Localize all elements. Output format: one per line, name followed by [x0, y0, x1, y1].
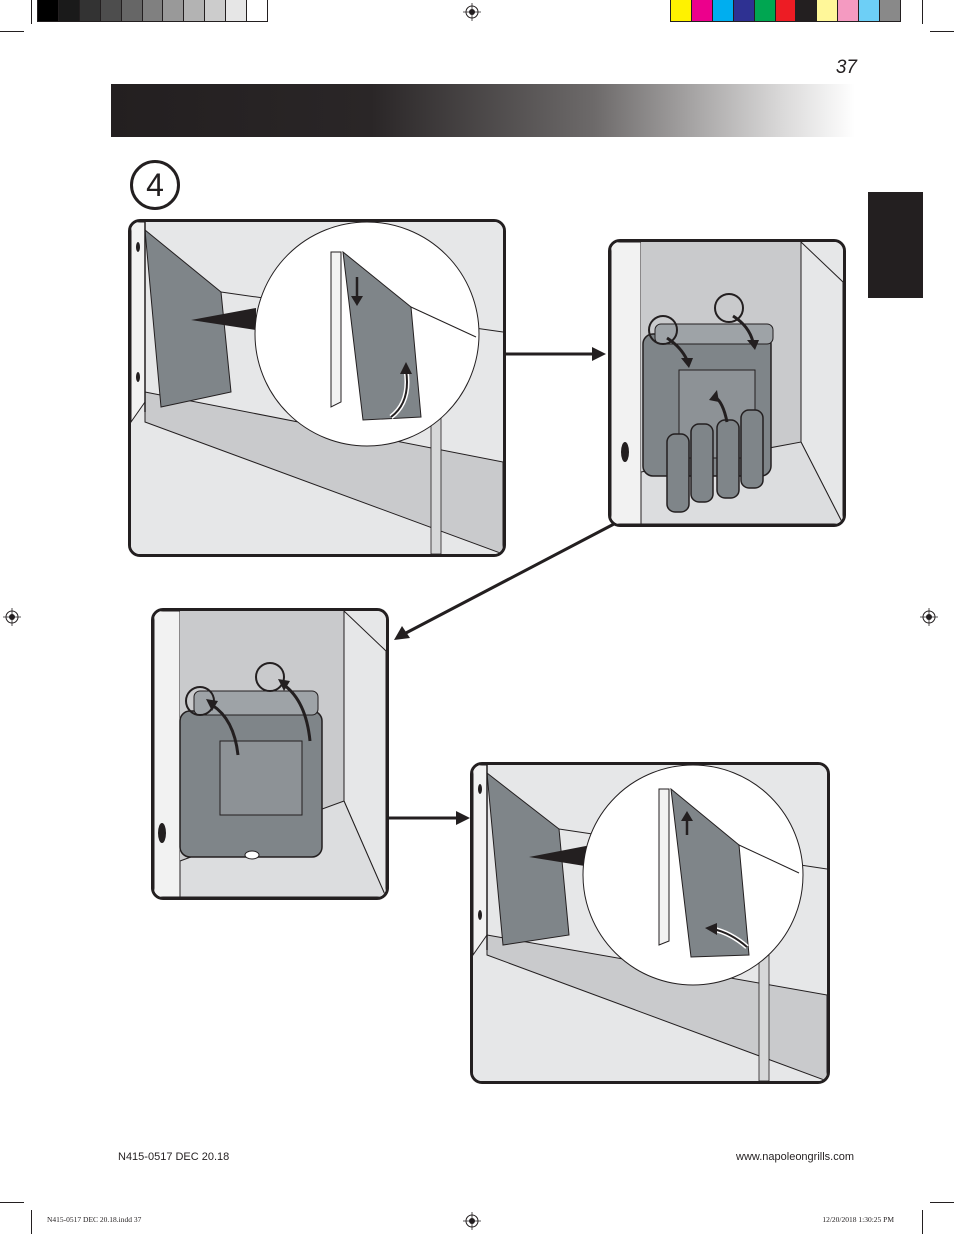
gray-swatch: [99, 0, 122, 22]
print-slug-datetime: 12/20/2018 1:30:25 PM: [822, 1215, 894, 1224]
process-swatch: [837, 0, 860, 22]
crop-mark: [0, 1202, 24, 1203]
website-link[interactable]: www.napoleongrills.com: [736, 1151, 854, 1163]
gray-swatch: [204, 0, 227, 22]
step-install-batteries-panel: [608, 239, 846, 527]
process-swatch: [753, 0, 776, 22]
registration-mark-icon: [920, 608, 938, 626]
process-swatch: [711, 0, 734, 22]
arrow-right-icon: [388, 811, 470, 825]
side-section-tab: [868, 192, 923, 298]
gray-swatch: [183, 0, 206, 22]
process-swatch: [670, 0, 692, 22]
cover-panel-removal-illustration: [131, 222, 503, 554]
process-swatch: [774, 0, 797, 22]
gray-swatch: [57, 0, 80, 22]
process-swatch: [732, 0, 755, 22]
gray-swatch: [246, 0, 268, 22]
process-swatch: [879, 0, 901, 22]
cover-panel-replace-illustration: [473, 765, 827, 1081]
step-replace-cover-panel: [470, 762, 830, 1084]
gray-swatch: [141, 0, 164, 22]
crop-mark: [0, 31, 24, 32]
step-mount-battery-box-panel: [151, 608, 389, 900]
arrow-right-icon: [506, 347, 606, 361]
registration-mark-icon: [463, 3, 481, 21]
process-color-bar: [670, 0, 901, 22]
crop-mark: [922, 1210, 923, 1234]
gray-swatch: [225, 0, 248, 22]
process-swatch: [816, 0, 839, 22]
process-swatch: [795, 0, 818, 22]
registration-mark-icon: [463, 1212, 481, 1230]
step-number-badge: 4: [130, 160, 180, 210]
crop-mark: [922, 0, 923, 24]
gray-swatch: [78, 0, 101, 22]
gray-swatch: [37, 0, 59, 22]
process-swatch: [858, 0, 881, 22]
crop-mark: [31, 0, 32, 24]
print-slug-file: N415-0517 DEC 20.18.indd 37: [47, 1215, 142, 1224]
section-header-bar: [111, 84, 855, 137]
page-number: 37: [835, 57, 857, 78]
gray-swatch: [120, 0, 143, 22]
crop-mark: [930, 31, 954, 32]
document-code: N415-0517 DEC 20.18: [118, 1151, 230, 1163]
gray-swatch: [162, 0, 185, 22]
battery-insertion-illustration: [611, 242, 843, 524]
process-swatch: [690, 0, 713, 22]
grayscale-color-bar: [37, 0, 268, 22]
arrow-diagonal-icon: [394, 522, 615, 640]
battery-box-mount-illustration: [154, 611, 386, 897]
crop-mark: [930, 1202, 954, 1203]
step-remove-cover-panel: [128, 219, 506, 557]
registration-mark-icon: [3, 608, 21, 626]
crop-mark: [31, 1210, 32, 1234]
